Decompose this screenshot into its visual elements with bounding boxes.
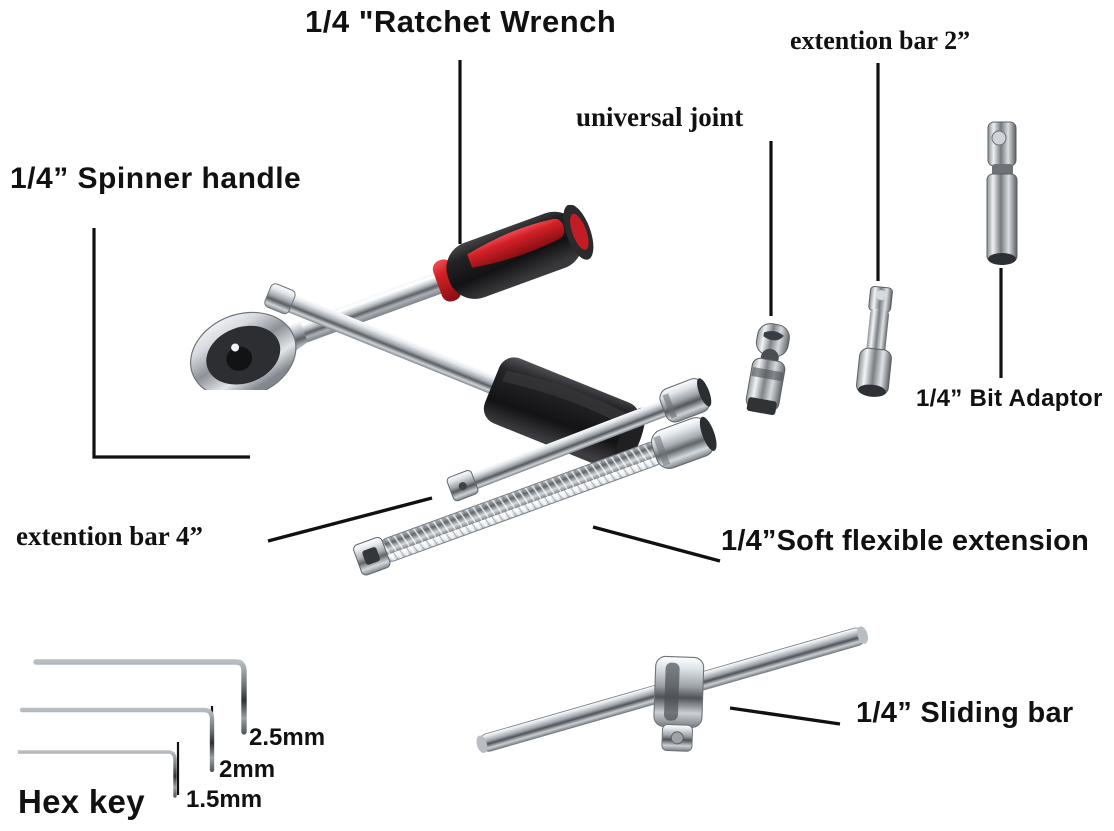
ext4-detent-ball <box>458 482 467 491</box>
label-hex-size-2-5mm: 2.5mm <box>249 724 326 751</box>
ext4-shaft <box>464 399 674 491</box>
label-soft-flexible-extension: 1/4”Soft flexible extension <box>721 525 1089 557</box>
hex-key-1-5mm <box>18 750 177 798</box>
tool-extension-bar-2in <box>856 285 893 397</box>
label-bit-adaptor: 1/4” Bit Adaptor <box>916 385 1103 412</box>
ratchet-shaft <box>276 272 449 350</box>
ratchet-handle-red-inlay <box>467 218 565 268</box>
hex-key-2mm <box>19 707 215 773</box>
sliding-bar-rod-end-left <box>476 735 488 754</box>
label-sliding-bar: 1/4” Sliding bar <box>856 697 1074 729</box>
tool-universal-joint <box>745 323 790 416</box>
tool-hex-key-set <box>18 659 247 798</box>
label-hex-size-2mm: 2mm <box>219 756 276 783</box>
uj-socket-end <box>746 397 777 416</box>
ratchet-drive-square <box>226 346 253 371</box>
flex-ext-socket-collar <box>653 435 671 467</box>
label-hex-key: Hex key <box>18 783 145 820</box>
label-extension-bar-2in: extention bar 2” <box>790 26 971 55</box>
ext4-socket-mouth <box>697 378 712 407</box>
label-universal-joint: universal joint <box>576 102 744 132</box>
ratchet-detent-ball <box>231 343 240 352</box>
flex-ext-braided-shaft <box>378 441 664 562</box>
bit-adaptor-shoulder <box>992 164 1013 176</box>
ratchet-end-cap-red <box>570 213 589 250</box>
bit-adaptor-hex-body <box>986 173 1018 263</box>
ext2-shank <box>866 308 890 356</box>
label-spinner-handle: 1/4” Spinner handle <box>10 162 302 195</box>
ext2-detent-ball <box>876 290 887 301</box>
flex-ext-socket-mouth <box>699 416 717 451</box>
hex-key-2-5mm <box>33 659 247 735</box>
flex-ext-drive-square-face <box>362 547 380 565</box>
spinner-handle-facet <box>502 370 634 429</box>
tool-extension-bar-4in <box>446 378 712 502</box>
tool-bit-adaptor <box>986 121 1018 265</box>
ext4-knurl <box>662 393 678 419</box>
label-extension-bar-4in: extention bar 4” <box>16 521 203 551</box>
label-hex-size-1-5mm: 1.5mm <box>186 786 263 813</box>
label-ratchet-wrench: 1/4 "Ratchet Wrench <box>305 4 617 39</box>
tool-ratchet-wrench <box>190 205 594 390</box>
sliding-bar-detent-ball <box>670 731 684 745</box>
spinner-drive-tip <box>264 283 296 315</box>
tool-sliding-bar <box>476 626 868 754</box>
sliding-bar-slider-groove <box>664 662 680 721</box>
spinner-shaft <box>278 292 503 395</box>
uj-cross-pin <box>763 330 784 341</box>
sliding-bar-rod-end-right <box>857 626 868 644</box>
tool-soft-flexible-extension <box>353 416 717 576</box>
uj-knurl-band <box>751 367 784 382</box>
ratchet-red-collar <box>432 259 462 302</box>
bit-adaptor-detent-ball <box>991 130 1007 146</box>
ext2-socket-mouth <box>858 384 886 397</box>
bit-adaptor-mouth <box>988 253 1016 265</box>
